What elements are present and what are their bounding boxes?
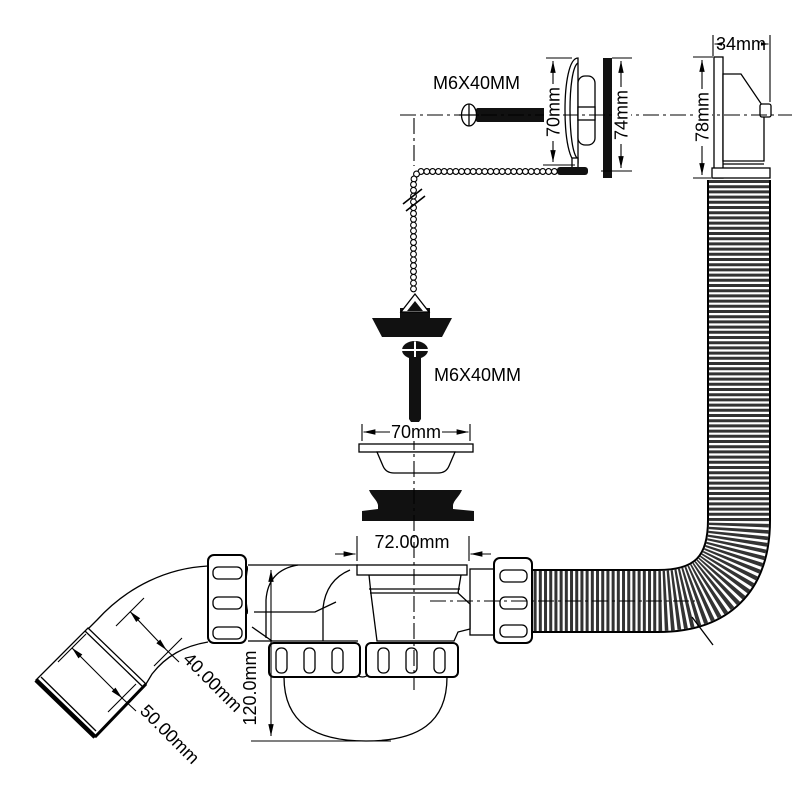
dim-cover-height: 70mm <box>544 87 564 137</box>
overflow-gasket <box>603 58 612 178</box>
chain-break-symbol <box>402 188 426 212</box>
waste-rubber-gasket <box>362 490 474 521</box>
cover-boss <box>577 106 596 121</box>
trap-assembly <box>34 554 533 742</box>
plug-chain <box>410 168 558 293</box>
strainer-screw <box>402 341 428 428</box>
dim-flange-width: 72.00mm <box>374 532 449 552</box>
strainer-rim <box>358 443 474 453</box>
centerlines <box>400 114 792 690</box>
dim-strainer-width: 70mm <box>391 422 441 442</box>
plug-stopper <box>372 292 452 337</box>
side-connector <box>469 568 495 636</box>
strainer <box>358 443 474 474</box>
elbow-base <box>711 167 771 179</box>
hose-leader-line <box>691 616 714 646</box>
phillips-cross-icon <box>402 341 428 359</box>
waste-body <box>356 564 471 642</box>
trap-bowl <box>283 676 448 742</box>
strainer-bowl <box>376 451 456 474</box>
union-nut <box>207 554 251 644</box>
inlet-pipe <box>248 564 358 642</box>
cover-chain-bar <box>557 167 588 175</box>
trap-nut-right <box>365 642 459 678</box>
overflow-elbow <box>711 56 772 179</box>
corrugated-hose <box>532 180 771 646</box>
dim-elbow-width: 34mm <box>716 34 766 54</box>
dim-gasket-height: 74mm <box>612 90 632 140</box>
elbow-body <box>722 73 765 162</box>
dim-trap-height: 120.0mm <box>240 650 260 725</box>
trap-nut-left <box>268 642 361 678</box>
hose-corrugation <box>532 180 769 631</box>
elbow-plate <box>713 56 724 179</box>
elbow-nub <box>759 103 772 118</box>
label-strainer-screw: M6X40MM <box>434 365 521 385</box>
dim-elbow-height: 78mm <box>693 92 713 142</box>
waste-flange <box>356 564 468 576</box>
dim-outlet-bore: 40.00mm <box>179 649 246 716</box>
dim-outlet-od: 50.00mm <box>136 701 203 768</box>
label-overflow-screw: M6X40MM <box>433 73 520 93</box>
tube-end-shading <box>34 678 97 739</box>
solid-parts <box>362 58 612 521</box>
